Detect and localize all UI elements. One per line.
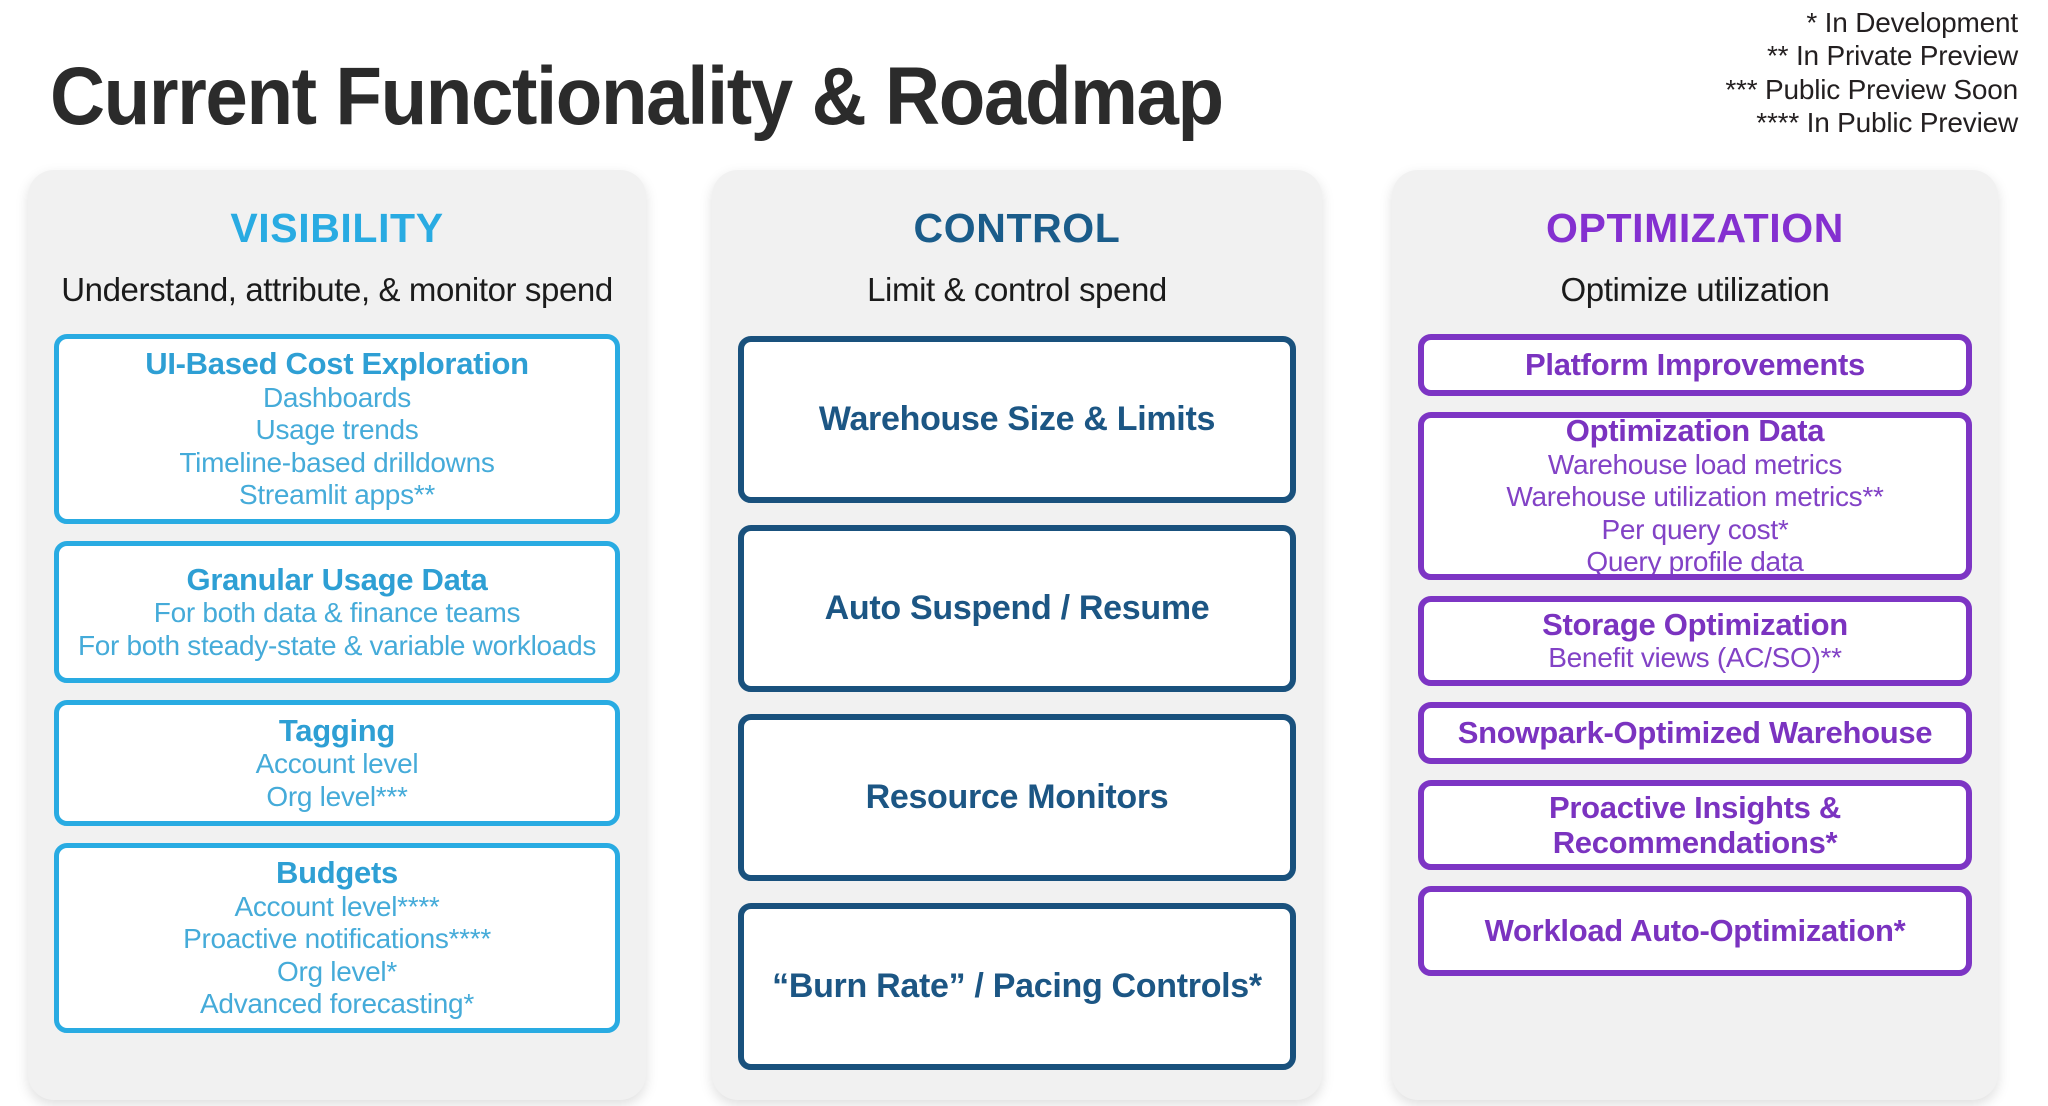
card-budgets[interactable]: Budgets Account level**** Proactive noti… xyxy=(54,843,620,1033)
card-item: Account level**** xyxy=(234,890,440,922)
card-title: “Burn Rate” / Pacing Controls* xyxy=(772,967,1262,1006)
card-item: For both data & finance teams xyxy=(153,597,521,629)
card-item: Usage trends xyxy=(255,414,419,446)
column-subheading-optimization: Optimize utilization xyxy=(1560,271,1830,308)
card-item: Streamlit apps** xyxy=(239,479,435,511)
card-item: Warehouse load metrics xyxy=(1547,448,1843,480)
card-snowpark-optimized-warehouse[interactable]: Snowpark-Optimized Warehouse xyxy=(1418,702,1972,764)
card-item: Advanced forecasting* xyxy=(200,988,474,1020)
card-title: Storage Optimization xyxy=(1542,607,1848,643)
card-item: Account level xyxy=(255,748,419,780)
card-auto-suspend-resume[interactable]: Auto Suspend / Resume xyxy=(738,525,1296,692)
card-optimization-data[interactable]: Optimization Data Warehouse load metrics… xyxy=(1418,412,1972,580)
card-item: Warehouse utilization metrics** xyxy=(1506,481,1884,513)
card-tagging[interactable]: Tagging Account level Org level*** xyxy=(54,700,620,826)
column-heading-control: CONTROL xyxy=(913,205,1121,251)
card-item: Org level*** xyxy=(266,780,408,812)
card-title: Tagging xyxy=(278,712,396,748)
card-item: For both steady-state & variable workloa… xyxy=(77,629,597,661)
card-title: Platform Improvements xyxy=(1525,347,1865,383)
card-item: Benefit views (AC/SO)** xyxy=(1548,642,1842,674)
legend-line-in-public-preview: **** In Public Preview xyxy=(1756,106,2018,138)
card-title: Budgets xyxy=(276,855,398,891)
legend-line-in-private-preview: ** In Private Preview xyxy=(1766,40,2018,72)
column-panel-visibility: VISIBILITY Understand, attribute, & moni… xyxy=(28,170,646,1100)
card-item: Per query cost* xyxy=(1601,513,1789,545)
page-title: Current Functionality & Roadmap xyxy=(50,51,1224,142)
card-proactive-insights-recommendations[interactable]: Proactive Insights & Recommendations* xyxy=(1418,780,1972,870)
card-title: Snowpark-Optimized Warehouse xyxy=(1457,715,1933,751)
card-item: Dashboards xyxy=(263,381,411,413)
card-title: UI-Based Cost Exploration xyxy=(145,346,529,382)
card-storage-optimization[interactable]: Storage Optimization Benefit views (AC/S… xyxy=(1418,596,1972,686)
card-title: Granular Usage Data xyxy=(186,561,488,597)
columns-container: VISIBILITY Understand, attribute, & moni… xyxy=(0,170,2048,1106)
card-title: Warehouse Size & Limits xyxy=(818,400,1216,439)
card-list-optimization: Platform Improvements Optimization Data … xyxy=(1418,334,1972,1100)
card-burn-rate-pacing-controls[interactable]: “Burn Rate” / Pacing Controls* xyxy=(738,903,1296,1070)
legend-line-in-development: * In Development xyxy=(1806,7,2018,38)
card-resource-monitors[interactable]: Resource Monitors xyxy=(738,714,1296,881)
column-subheading-control: Limit & control spend xyxy=(867,271,1167,308)
card-item: Proactive notifications**** xyxy=(183,923,491,955)
card-platform-improvements[interactable]: Platform Improvements xyxy=(1418,334,1972,396)
card-list-visibility: UI-Based Cost Exploration Dashboards Usa… xyxy=(54,334,620,1100)
card-warehouse-size-and-limits[interactable]: Warehouse Size & Limits xyxy=(738,336,1296,503)
column-subheading-visibility: Understand, attribute, & monitor spend xyxy=(61,271,613,308)
footnote-legend: * In Development ** In Private Preview *… xyxy=(1725,6,2018,139)
card-granular-usage-data[interactable]: Granular Usage Data For both data & fina… xyxy=(54,541,620,683)
legend-line-public-preview-soon: *** Public Preview Soon xyxy=(1725,73,2018,105)
card-title: Auto Suspend / Resume xyxy=(824,589,1210,628)
card-ui-based-cost-exploration[interactable]: UI-Based Cost Exploration Dashboards Usa… xyxy=(54,334,620,524)
card-item: Timeline-based drilldowns xyxy=(179,446,495,478)
column-panel-control: CONTROL Limit & control spend Warehouse … xyxy=(712,170,1322,1100)
column-heading-visibility: VISIBILITY xyxy=(230,205,444,251)
card-item: Query profile data xyxy=(1586,546,1804,578)
card-title: Proactive Insights & Recommendations* xyxy=(1548,789,1842,860)
card-title: Resource Monitors xyxy=(865,778,1169,817)
card-title: Optimization Data xyxy=(1565,413,1825,449)
column-heading-optimization: OPTIMIZATION xyxy=(1546,205,1844,251)
card-item: Org level* xyxy=(277,955,397,987)
card-workload-auto-optimization[interactable]: Workload Auto-Optimization* xyxy=(1418,886,1972,976)
column-panel-optimization: OPTIMIZATION Optimize utilization Platfo… xyxy=(1392,170,1998,1100)
card-list-control: Warehouse Size & Limits Auto Suspend / R… xyxy=(738,336,1296,1100)
card-title: Workload Auto-Optimization* xyxy=(1484,913,1906,949)
